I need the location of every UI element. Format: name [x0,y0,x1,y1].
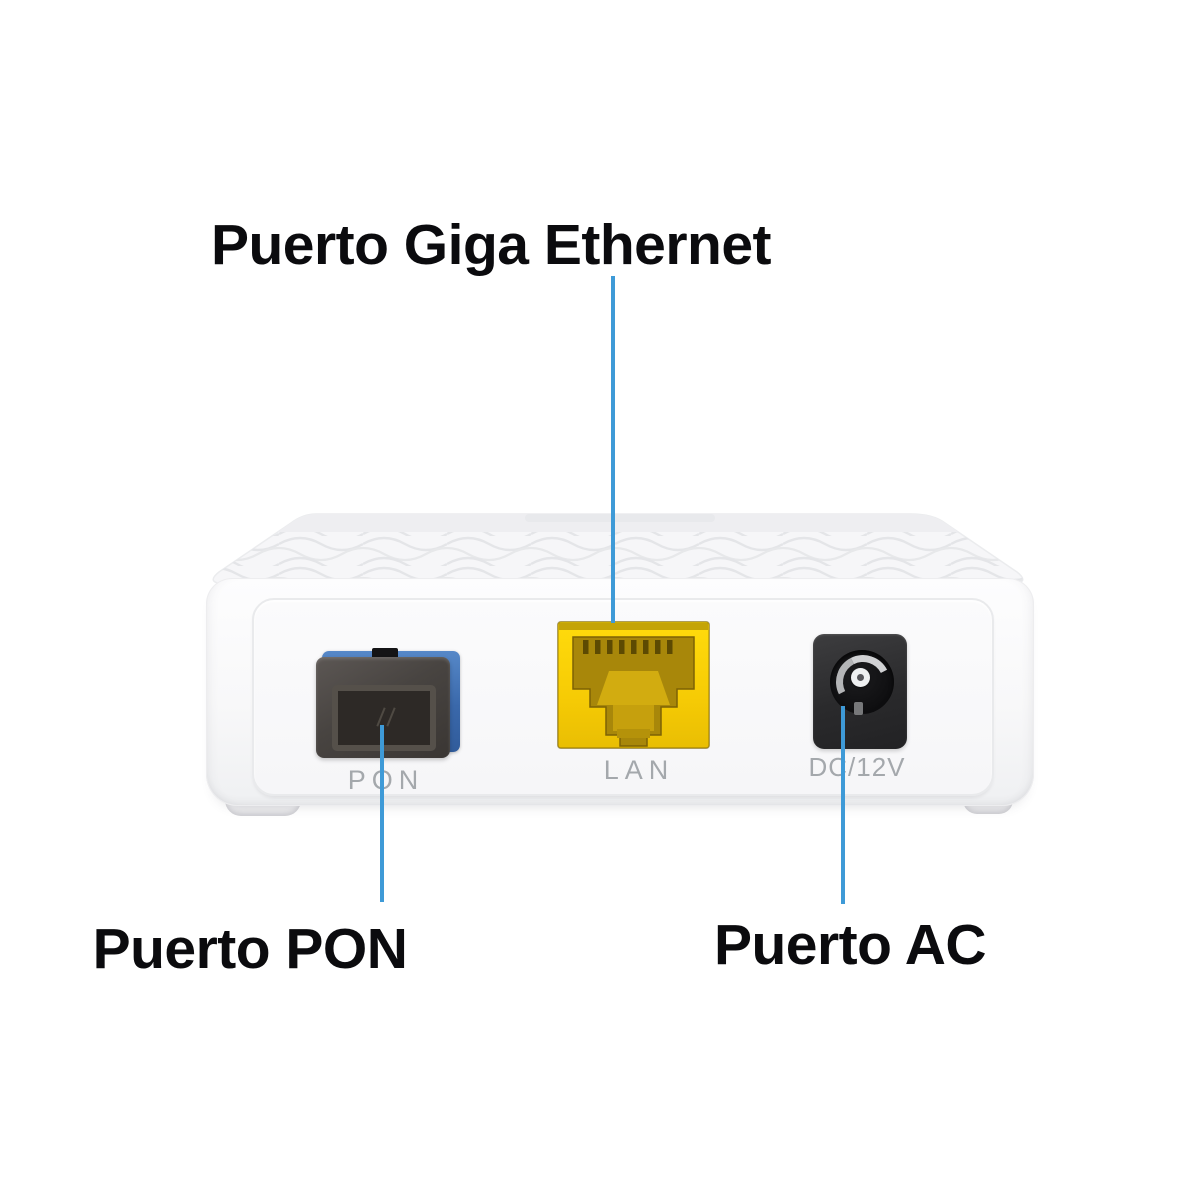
pon-port-label: PON [347,765,425,795]
pon-port [316,646,462,764]
callout-line-ac [841,706,845,904]
dc-jack-center-pin [851,668,870,687]
rj45-jack-icon [557,621,710,750]
label-puerto-ac: Puerto AC [713,913,987,977]
lan-port-label: LAN [603,755,675,785]
dc-jack-notch [854,702,863,715]
pon-connector-ferrule-recess [332,685,436,751]
pon-connector-body [316,657,450,758]
label-puerto-giga-ethernet: Puerto Giga Ethernet [210,213,772,277]
lan-port [557,621,710,750]
pon-connector-key-notch [372,648,398,659]
device-top-texture [212,513,1024,585]
label-puerto-pon: Puerto PON [92,917,408,981]
dc-power-port [813,634,907,749]
callout-line-pon [380,725,384,902]
callout-line-ethernet [611,276,615,623]
dc-port-label: DC/12V [808,752,906,782]
